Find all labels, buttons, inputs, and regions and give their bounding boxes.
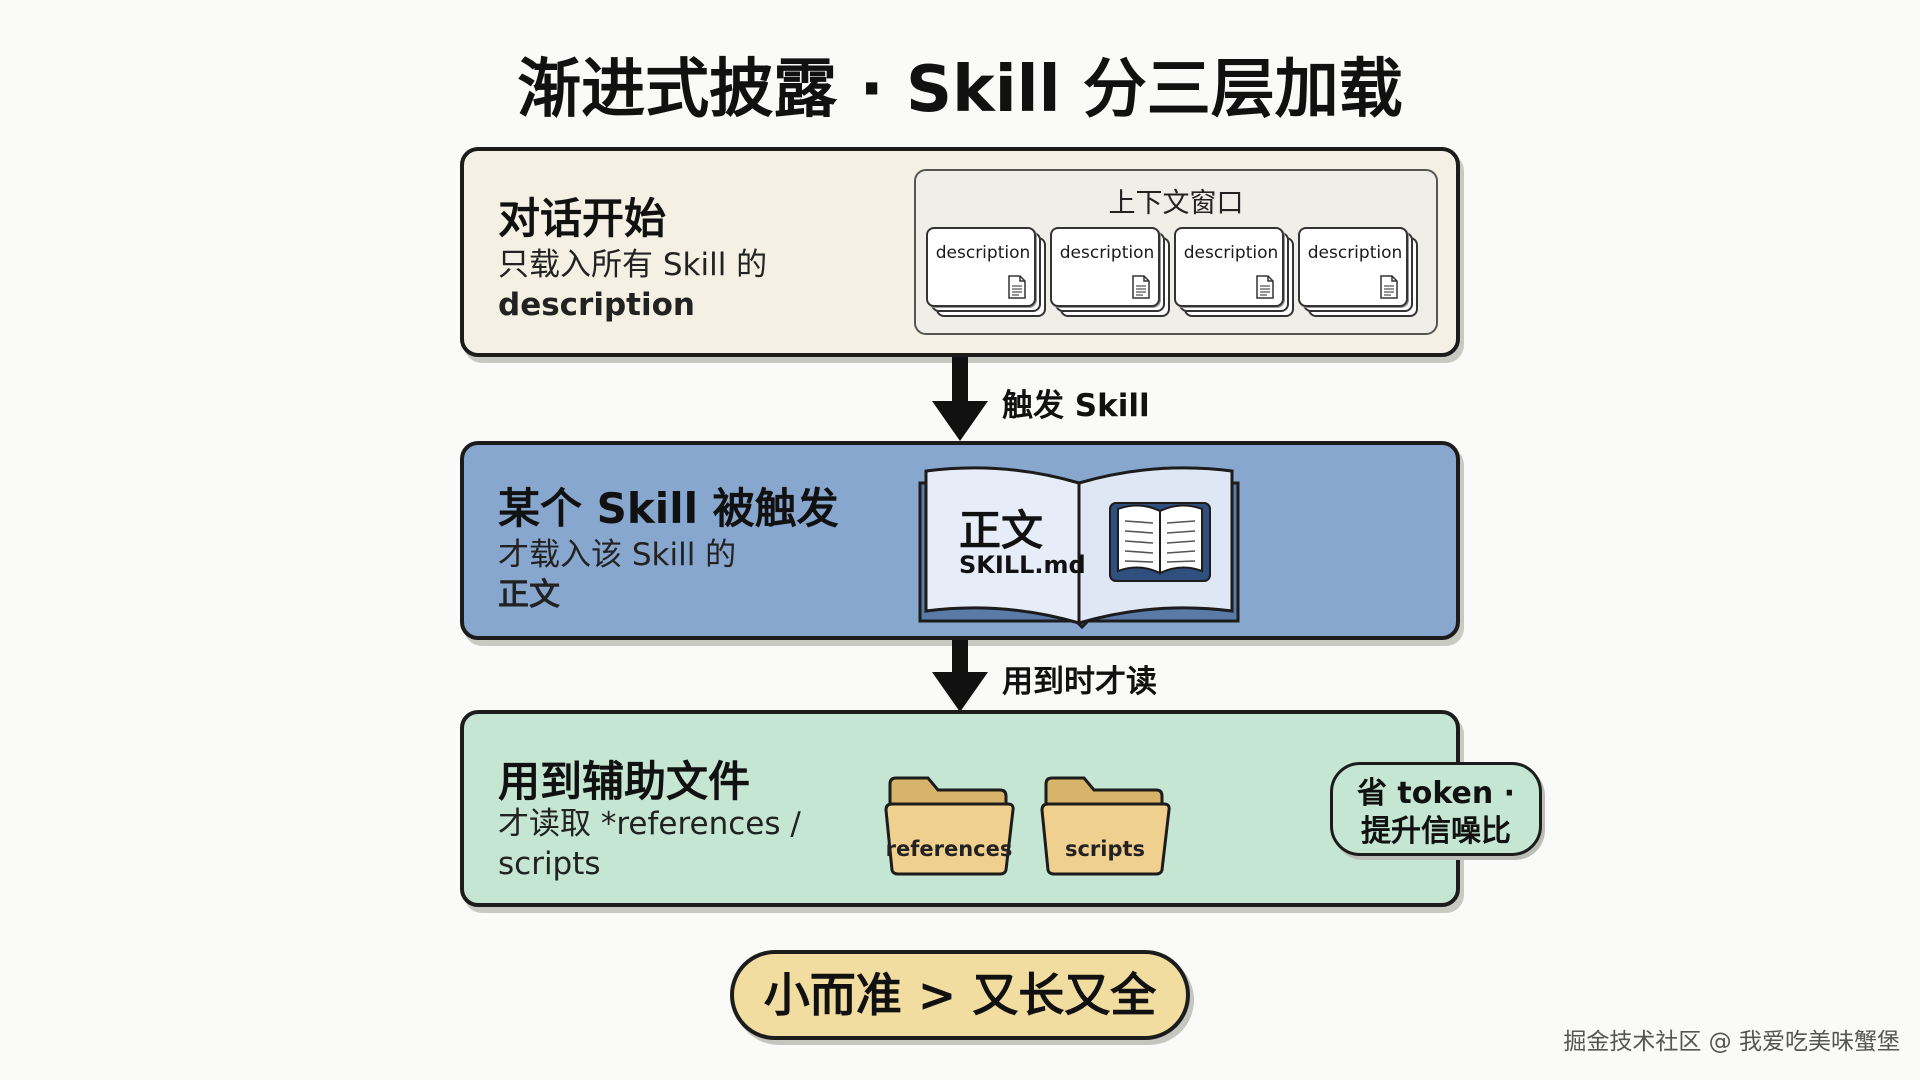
description-card: description <box>1298 227 1418 317</box>
references-folder: references <box>884 774 1016 882</box>
layer-3-subtitle-line1: 才读取 *references / <box>498 806 801 842</box>
open-book-illustration <box>918 466 1240 630</box>
book-icon <box>1109 502 1211 582</box>
description-card: description <box>926 227 1046 317</box>
layer-2-panel: 某个 Skill 被触发 才载入该 Skill 的 正文 正文 SKILL.md <box>460 441 1460 640</box>
folder-icon <box>884 776 1015 876</box>
context-window-label: 上下文窗口 <box>1108 188 1244 219</box>
references-folder-label: references <box>885 837 1013 861</box>
layer-1-subtitle-bold: description <box>498 287 695 324</box>
scripts-folder-label: scripts <box>1064 837 1146 861</box>
benefit-badge: 省 token · 提升信噪比 <box>1330 762 1542 856</box>
arrow-down-icon <box>932 357 988 441</box>
layer-3-subtitle-line2: scripts <box>498 846 601 883</box>
arrow-2-label: 用到时才读 <box>1002 664 1157 700</box>
book-title: 正文 <box>959 506 1044 555</box>
context-window: 上下文窗口 description description descriptio… <box>914 169 1438 335</box>
layer-2-subtitle-bold: 正文 <box>498 577 560 614</box>
layer-2-subtitle-text: 才载入该 Skill 的 <box>498 537 737 573</box>
description-card-label: description <box>1183 243 1279 263</box>
folder-icon <box>1040 776 1171 876</box>
description-card: description <box>1174 227 1294 317</box>
benefit-badge-line2: 提升信噪比 <box>1361 813 1511 849</box>
layer-1-subtitle: 只载入所有 Skill 的 description <box>498 245 767 326</box>
layer-3-panel: 用到辅助文件 才读取 *references / scripts referen… <box>460 710 1460 907</box>
layer-2-subtitle: 才载入该 Skill 的 正文 <box>498 535 736 616</box>
description-card-label: description <box>1059 243 1155 263</box>
description-card-label: description <box>935 243 1031 263</box>
layer-1-panel: 对话开始 只载入所有 Skill 的 description 上下文窗口 des… <box>460 147 1460 357</box>
summary-pill: 小而准 > 又长又全 <box>730 950 1190 1040</box>
doc-icon <box>1256 275 1274 299</box>
layer-3-subtitle: 才读取 *references / scripts <box>498 804 801 885</box>
watermark: 掘金技术社区 @ 我爱吃美味蟹堡 <box>1563 1029 1900 1055</box>
layer-1-subtitle-text: 只载入所有 Skill 的 <box>498 247 768 283</box>
layer-3-title: 用到辅助文件 <box>498 757 751 806</box>
layer-1-title: 对话开始 <box>498 194 667 243</box>
description-card-label: description <box>1307 243 1403 263</box>
page-title: 渐进式披露 · Skill 分三层加载 <box>517 53 1403 127</box>
scripts-folder: scripts <box>1040 774 1172 882</box>
benefit-badge-line1: 省 token · <box>1356 776 1516 811</box>
doc-icon <box>1008 275 1026 299</box>
book-filename: SKILL.md <box>959 551 1086 579</box>
layer-2-title: 某个 Skill 被触发 <box>498 484 839 533</box>
arrow-1-label: 触发 Skill <box>1002 388 1150 424</box>
doc-icon <box>1132 275 1150 299</box>
description-card: description <box>1050 227 1170 317</box>
doc-icon <box>1380 275 1398 299</box>
arrow-down-icon <box>932 640 988 712</box>
